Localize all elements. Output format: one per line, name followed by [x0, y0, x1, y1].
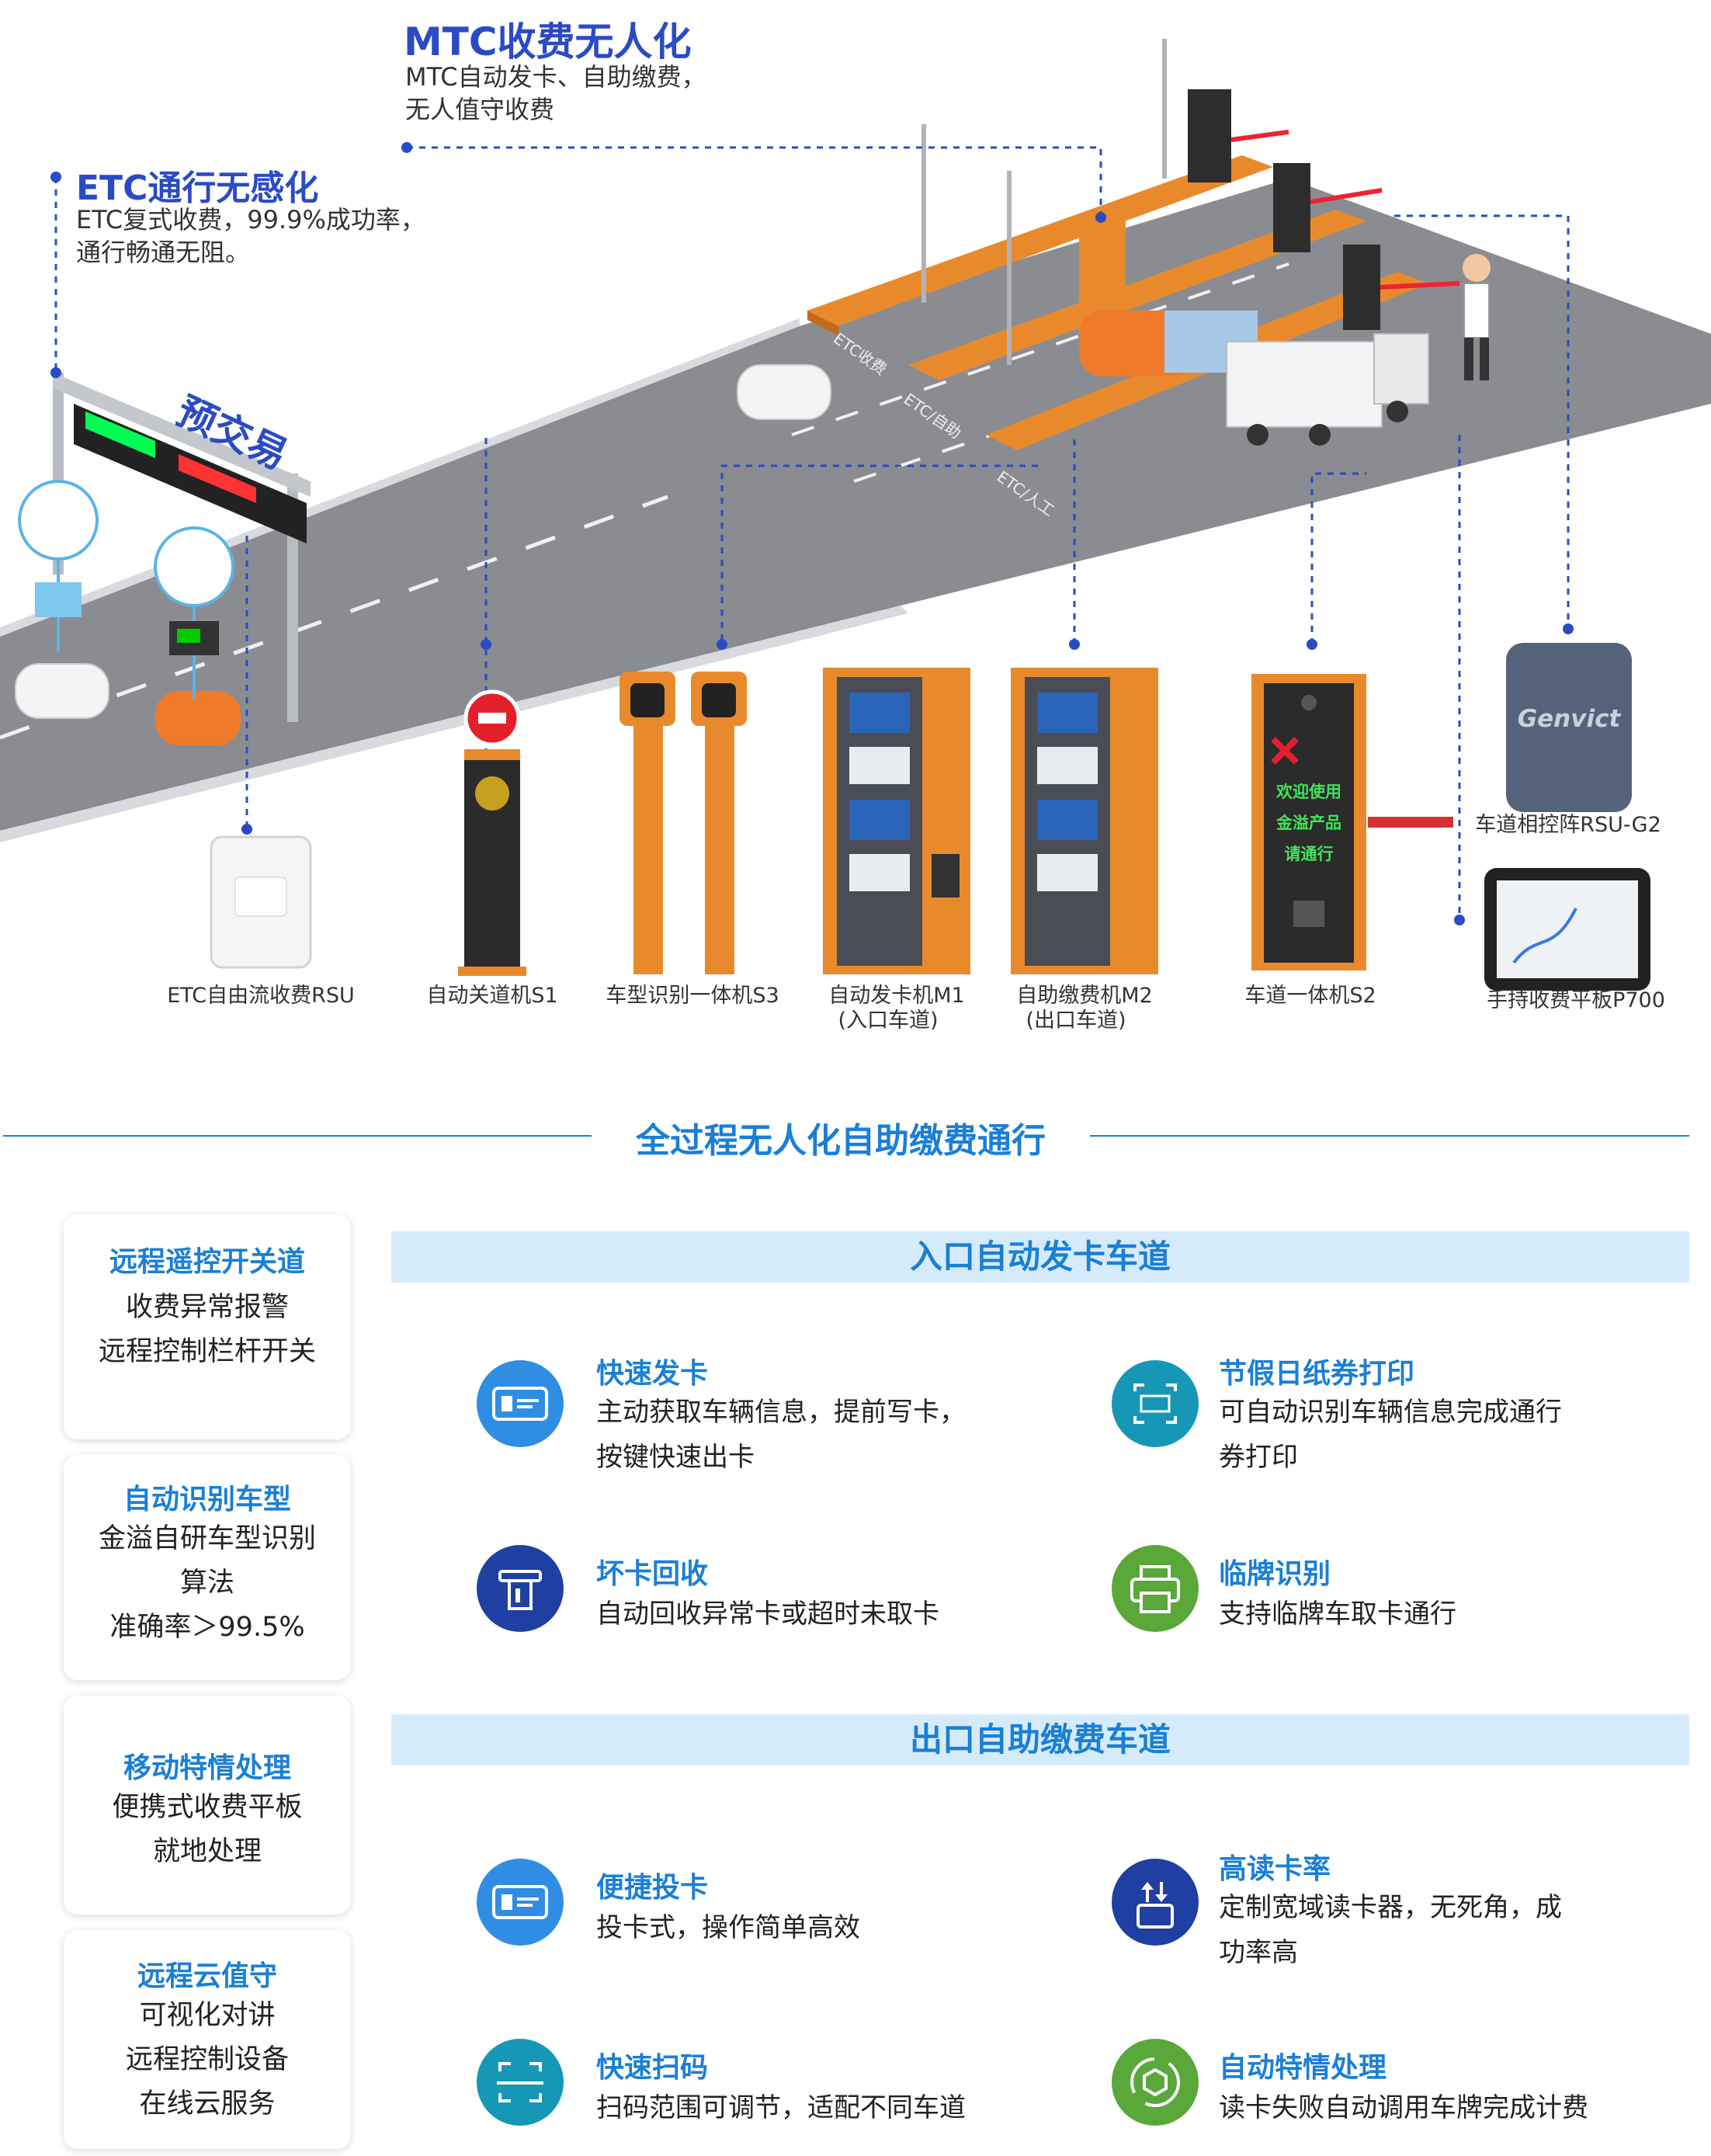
scan-code-icon	[477, 2039, 564, 2126]
toll-attendant	[1463, 254, 1491, 282]
etc-desc-1: ETC复式收费，99.9%成功率，	[76, 205, 425, 234]
card-line: 就地处理	[152, 1836, 262, 1867]
card-line: 收费异常报警	[125, 1292, 289, 1323]
feature-card-remote-lane: 远程遥控开关道 收费异常报警 远程控制栏杆开关	[64, 1214, 351, 1439]
card-title: 远程云值守	[137, 1960, 277, 1992]
feature-card-cloud-duty: 远程云值守 可视化对讲 远程控制设备 在线云服务	[64, 1930, 351, 2149]
device-label-s1: 自动关道机S1	[426, 984, 558, 1008]
toll-plaza-illustration	[0, 39, 1711, 991]
s2-screen-line-1: 欢迎使用	[1276, 783, 1341, 801]
mtc-title: MTC收费无人化	[404, 19, 692, 64]
card-line: 远程控制设备	[125, 2044, 289, 2075]
box-cycle-icon	[1112, 2039, 1199, 2126]
feature-title-easy-insert: 便捷投卡	[596, 1872, 709, 1904]
feature-card-mobile-special: 移动特情处理 便携式收费平板 就地处理	[64, 1696, 351, 1915]
device-label-m2-sub: (出口车道)	[1026, 1009, 1126, 1033]
feature-title-holiday-print: 节假日纸券打印	[1219, 1358, 1415, 1390]
section-divider-right	[1090, 1135, 1689, 1137]
feature-desc-holiday-print-1: 可自动识别车辆信息完成通行	[1219, 1397, 1562, 1428]
feature-title-bad-card: 坏卡回收	[596, 1558, 709, 1590]
card-line: 远程控制栏杆开关	[98, 1336, 316, 1367]
card-line: 在线云服务	[139, 2088, 276, 2120]
exit-lane-band: 出口自助缴费车道	[391, 1714, 1689, 1765]
feature-desc-temp-plate-1: 支持临牌车取卡通行	[1219, 1599, 1456, 1630]
card-insert-icon	[1112, 1859, 1199, 1946]
printer-icon	[1112, 1545, 1199, 1632]
feature-title-fast-card: 快速发卡	[596, 1358, 709, 1390]
pin-rsu-device	[18, 480, 99, 653]
mtc-desc-2: 无人值守收费	[405, 95, 555, 124]
orange-car-gantry	[155, 691, 241, 745]
feature-desc-fast-scan-1: 扫码范围可调节，适配不同车道	[596, 2092, 966, 2123]
card-line: 便携式收费平板	[112, 1792, 303, 1823]
white-car-gantry	[15, 663, 109, 719]
feature-title-high-read: 高读卡率	[1219, 1853, 1331, 1885]
etc-title: ETC通行无感化	[76, 168, 319, 208]
feature-title-auto-special: 自动特情处理	[1219, 2052, 1387, 2084]
feature-desc-auto-special-1: 读卡失败自动调用车牌完成计费	[1219, 2092, 1588, 2123]
pin-obu-device	[154, 526, 234, 700]
device-label-s2: 车道一体机S2	[1244, 984, 1376, 1008]
feature-title-fast-scan: 快速扫码	[596, 2052, 709, 2084]
card-reader-icon	[477, 1859, 564, 1946]
feature-title-temp-plate: 临牌识别	[1219, 1558, 1331, 1590]
card-title: 移动特情处理	[123, 1752, 291, 1784]
scan-ticket-icon	[1112, 1360, 1199, 1447]
card-line: 算法	[179, 1568, 234, 1599]
device-label-s3: 车型识别一体机S3	[606, 984, 779, 1008]
card-line: 准确率＞99.5%	[109, 1612, 305, 1643]
truck	[1226, 341, 1383, 428]
vehicle-type-recognizer-s3-left	[633, 679, 663, 974]
white-car-lane	[737, 364, 831, 420]
s2-screen-line-2: 金溢产品	[1276, 814, 1341, 832]
section-divider-left	[3, 1135, 592, 1137]
feature-desc-easy-insert-1: 投卡式，操作简单高效	[596, 1912, 860, 1943]
device-label-m1: 自动发卡机M1	[828, 984, 965, 1008]
card-line: 可视化对讲	[139, 2000, 276, 2031]
device-label-p700: 手持收费平板P700	[1487, 988, 1665, 1012]
feature-desc-holiday-print-2: 券打印	[1219, 1442, 1298, 1473]
etc-desc-2: 通行畅通无阻。	[76, 238, 251, 267]
entry-lane-band: 入口自动发卡车道	[391, 1231, 1689, 1283]
feature-desc-fast-card-2: 按键快速出卡	[596, 1442, 755, 1473]
card-slot-icon	[477, 1545, 564, 1632]
feature-desc-fast-card-1: 主动获取车辆信息，提前写卡，	[596, 1397, 966, 1428]
device-label-rsu-g2: 车道相控阵RSU-G2	[1475, 813, 1661, 837]
feature-desc-high-read-1: 定制宽域读卡器，无死角，成	[1219, 1892, 1562, 1923]
feature-desc-high-read-2: 功率高	[1219, 1937, 1298, 1968]
device-label-etc-rsu: ETC自由流收费RSU	[167, 984, 355, 1008]
card-title: 远程遥控开关道	[109, 1246, 305, 1278]
device-label-m2: 自助缴费机M2	[1016, 984, 1153, 1008]
feature-card-vehicle-type: 自动识别车型 金溢自研车型识别 算法 准确率＞99.5%	[64, 1455, 351, 1680]
card-reader-icon	[477, 1360, 564, 1447]
mtc-desc-1: MTC自动发卡、自助缴费，	[405, 62, 706, 92]
lane-phased-array-rsu-g2	[1506, 643, 1632, 812]
card-line: 金溢自研车型识别	[98, 1523, 316, 1554]
vehicle-type-recognizer-s3-right	[705, 679, 734, 974]
rsu-brand-logo: Genvict	[1517, 705, 1621, 733]
s2-screen-line-3: 请通行	[1284, 845, 1334, 863]
section-title: 全过程无人化自助缴费通行	[636, 1121, 1046, 1161]
feature-desc-bad-card-1: 自动回收异常卡或超时未取卡	[596, 1599, 939, 1630]
device-label-m1-sub: (入口车道)	[838, 1009, 939, 1033]
card-title: 自动识别车型	[123, 1484, 291, 1515]
